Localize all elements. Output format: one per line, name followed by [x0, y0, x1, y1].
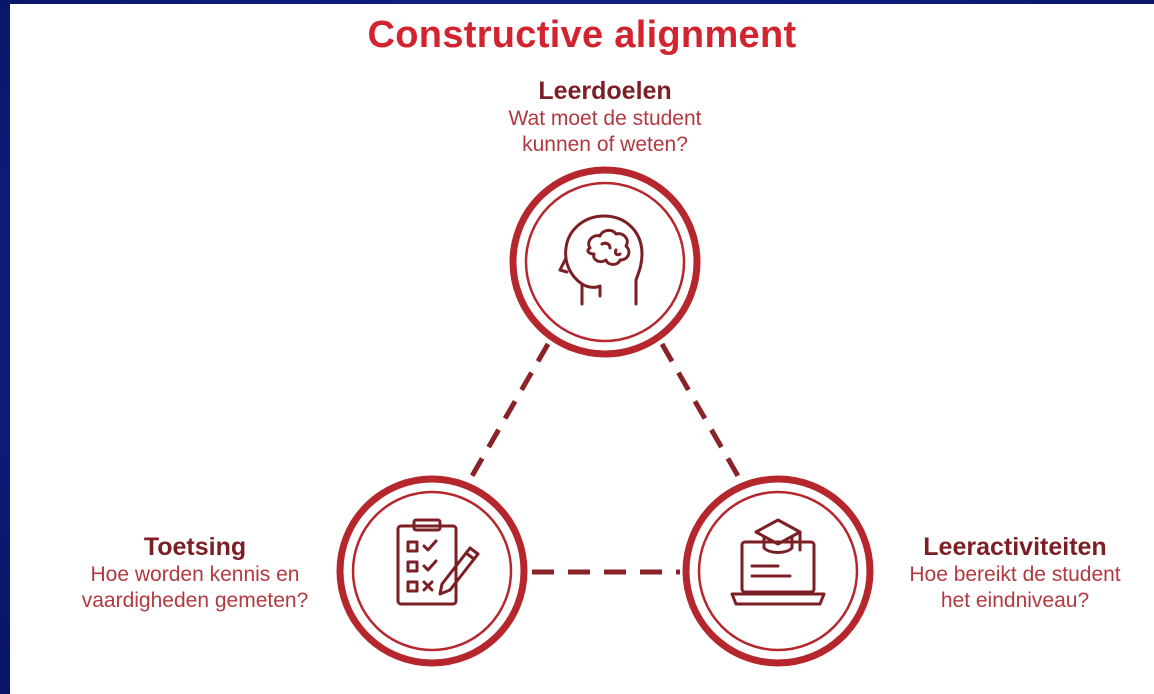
node-heading-toetsing: Toetsing [143, 533, 247, 561]
node-heading-leerdoelen: Leerdoelen [538, 77, 672, 105]
brain-head-icon [558, 214, 644, 306]
node-label-toetsing: Toetsing Hoe worden kennis en vaardighed… [50, 532, 340, 614]
node-circle-leeractiviteiten [682, 475, 874, 667]
alignment-diagram [336, 166, 874, 667]
node-desc-leerdoelen-line2: kunnen of weten? [522, 133, 688, 156]
node-desc-toetsing-line2: vaardigheden gemeten? [81, 589, 309, 612]
node-circle-toetsing [336, 475, 528, 667]
node-desc-toetsing-line1: Hoe worden kennis en [90, 563, 300, 586]
laptop-graduation-cap-icon [730, 518, 826, 606]
node-label-leeractiviteiten: Leeractiviteiten Hoe bereikt de student … [875, 532, 1154, 614]
node-desc-leeractiviteiten-line1: Hoe bereikt de student [909, 563, 1121, 586]
node-desc-leerdoelen-line1: Wat moet de student [508, 107, 702, 130]
slide-canvas: Constructive alignment [10, 4, 1154, 694]
connector-top-left [469, 342, 551, 478]
diagram-title: Constructive alignment [367, 14, 797, 56]
checklist-clipboard-icon [396, 518, 480, 606]
node-label-leerdoelen: Leerdoelen Wat moet de student kunnen of… [430, 76, 780, 158]
connector-top-right [659, 342, 741, 478]
node-heading-leeractiviteiten: Leeractiviteiten [923, 533, 1107, 561]
node-desc-leeractiviteiten-line2: het eindniveau? [940, 589, 1090, 612]
